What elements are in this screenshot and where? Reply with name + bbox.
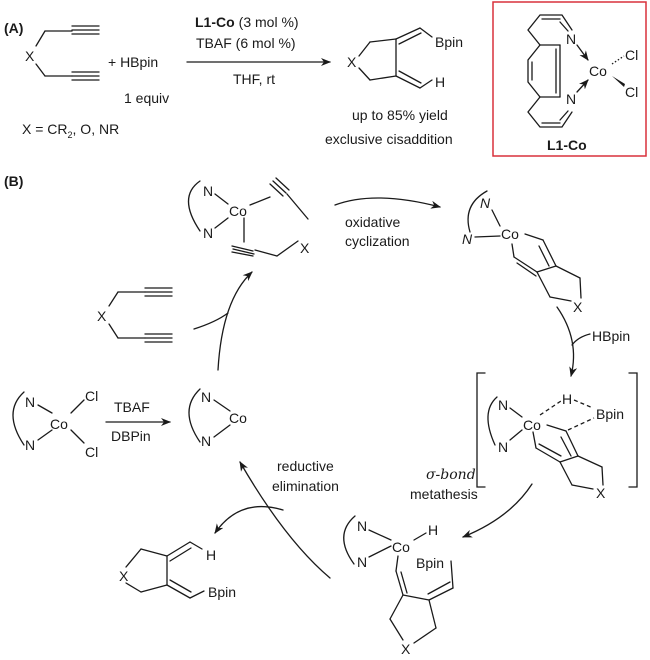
panel-a: (A) X + HBpin 1 equiv X = CR2, O, NR L1-… xyxy=(4,14,463,147)
svg-text:Co: Co xyxy=(523,417,541,433)
substrate-diyne: X xyxy=(25,25,100,81)
svg-text:Bpin: Bpin xyxy=(596,406,624,422)
svg-text:Co: Co xyxy=(229,203,247,219)
activation-reagent-tbaf: TBAF xyxy=(114,399,150,415)
product-diene: X Bpin H xyxy=(347,27,463,90)
svg-text:N: N xyxy=(203,225,213,241)
panel-a-label: (A) xyxy=(4,20,23,36)
final-diene-product: X H Bpin xyxy=(119,541,236,600)
catalyst-n-top: N xyxy=(566,31,576,47)
svg-text:N: N xyxy=(203,183,213,199)
substrate-x-label: X xyxy=(25,48,35,64)
product-bpin-label: Bpin xyxy=(435,34,463,50)
reductive-elimination-arrow xyxy=(239,461,331,579)
svg-text:N: N xyxy=(498,439,508,455)
catalyst-loading: L1-Co(3 mol %) xyxy=(195,14,299,30)
cobaltacyclopentadiene: N N Co X xyxy=(462,190,583,315)
svg-text:X: X xyxy=(573,299,583,315)
catalyst-box: N N Co Cl Cl L1-Co xyxy=(492,1,647,157)
catalyst-n-bottom: N xyxy=(566,91,576,107)
svg-text:Cl: Cl xyxy=(85,444,98,460)
sigma-bond-metathesis-arrow xyxy=(462,483,533,538)
reagent-hbpin: + HBpin xyxy=(108,54,158,70)
svg-text:H: H xyxy=(206,547,216,563)
product-release-arrow xyxy=(214,505,284,534)
hbpin-entry-arc xyxy=(571,333,591,346)
conditions-label: THF, rt xyxy=(233,71,275,87)
hbpin-label: HBpin xyxy=(592,328,630,344)
svg-text:N: N xyxy=(462,231,473,247)
diyne-cobalt-complex: N N Co X xyxy=(187,177,310,257)
coordination-arrow xyxy=(217,271,253,371)
svg-text:N: N xyxy=(480,195,491,211)
svg-text:Cl: Cl xyxy=(85,388,98,404)
oxidative-cyclization-arrow xyxy=(334,197,441,209)
reductive-elimination-label-1: reductive xyxy=(277,458,334,474)
cobalt-hydride-complex: N N Co H Bpin X xyxy=(343,515,454,657)
catalyst-cl-bottom: Cl xyxy=(625,84,638,100)
svg-text:Co: Co xyxy=(501,226,519,242)
active-cobalt-catalyst: N N Co xyxy=(188,388,247,449)
svg-text:N: N xyxy=(357,554,367,570)
svg-text:N: N xyxy=(201,389,211,405)
reductive-elimination-label-2: elimination xyxy=(272,478,339,494)
free-diyne: X xyxy=(97,287,173,343)
oxidative-cyclization-label-2: cyclization xyxy=(345,233,410,249)
catalyst-box-label: L1-Co xyxy=(547,137,587,153)
svg-text:X: X xyxy=(300,240,310,256)
selectivity-text: exclusive cisaddition xyxy=(325,131,453,147)
additive-label: TBAF (6 mol %) xyxy=(196,35,296,51)
catalyst-box-border xyxy=(492,1,647,157)
svg-text:X: X xyxy=(596,485,606,501)
yield-text: up to 85% yield xyxy=(352,107,448,123)
svg-text:Bpin: Bpin xyxy=(208,584,236,600)
activation-reagent-dbpin: DBPin xyxy=(111,428,151,444)
svg-text:N: N xyxy=(498,397,508,413)
panel-b: (B) N N Co X oxidative cyclization xyxy=(4,173,638,657)
svg-text:N: N xyxy=(357,518,367,534)
diyne-entry-arc xyxy=(193,312,229,330)
sigma-bond-label: σ-bond xyxy=(426,467,476,483)
panel-b-label: (B) xyxy=(4,173,23,189)
svg-text:H: H xyxy=(428,522,438,538)
catalyst-cl-top: Cl xyxy=(625,47,638,63)
svg-text:Co: Co xyxy=(50,416,68,432)
svg-text:X: X xyxy=(119,568,129,584)
sigma-bond-metathesis-transition-state: N N Co H Bpin X xyxy=(476,372,638,501)
svg-text:N: N xyxy=(201,433,211,449)
svg-text:Co: Co xyxy=(229,410,247,426)
precatalyst-cocl2: N N Co Cl Cl xyxy=(12,388,98,460)
metathesis-label: metathesis xyxy=(410,486,478,502)
hbpin-addition-arrow xyxy=(556,306,578,377)
oxidative-cyclization-label-1: oxidative xyxy=(345,214,400,230)
svg-text:Co: Co xyxy=(392,539,410,555)
reagent-equiv: 1 equiv xyxy=(124,90,169,106)
x-definition: X = CR2, O, NR xyxy=(22,121,119,140)
svg-text:X: X xyxy=(97,308,107,324)
svg-text:N: N xyxy=(25,394,35,410)
product-x-label: X xyxy=(347,54,357,70)
product-h-label: H xyxy=(435,74,445,90)
svg-text:N: N xyxy=(25,437,35,453)
svg-text:H: H xyxy=(562,391,572,407)
catalyst-metal: Co xyxy=(589,63,607,79)
svg-text:X: X xyxy=(401,641,411,657)
svg-text:Bpin: Bpin xyxy=(416,555,444,571)
phenanthroline-ligand xyxy=(527,14,573,128)
